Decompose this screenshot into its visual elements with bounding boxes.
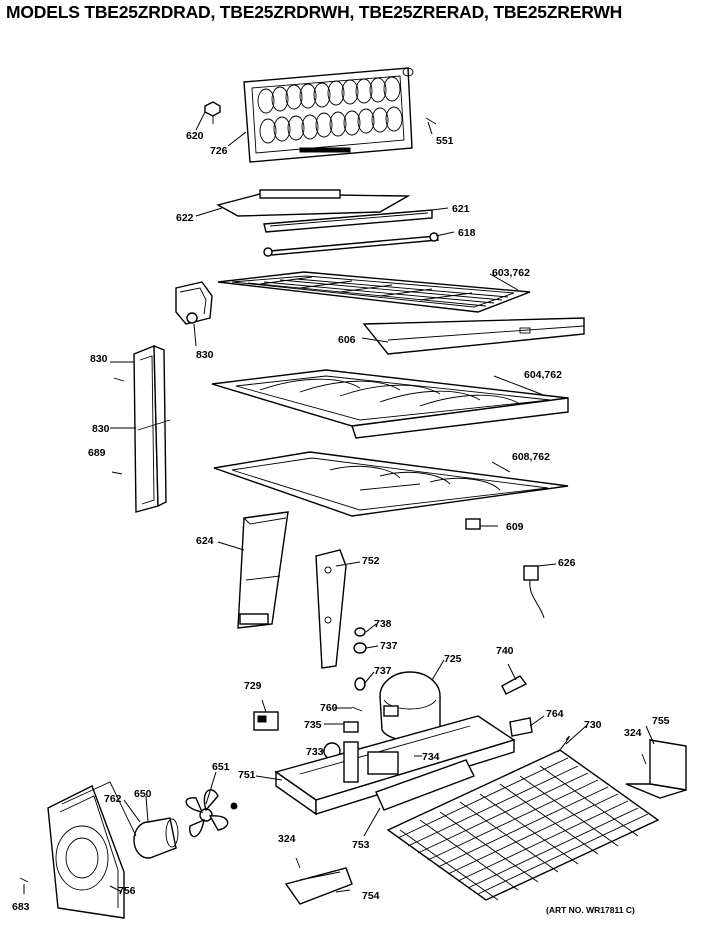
callout-603-762: 603,762 (492, 267, 530, 279)
screw-551 (425, 117, 437, 125)
fastener-620 (204, 101, 221, 124)
fan-blade-651 (185, 789, 238, 838)
grommet-737-b (354, 677, 366, 691)
screw-324 (641, 753, 647, 765)
clip-735 (343, 721, 359, 733)
cover-753 (375, 759, 475, 811)
callout-737: 737 (380, 640, 398, 652)
shield-754 (284, 867, 353, 905)
callout-626: 626 (558, 557, 576, 569)
callout-689: 689 (88, 447, 106, 459)
evaporator-coil-panel (243, 67, 414, 163)
callout-650: 650 (134, 788, 152, 800)
callout-324: 324 (624, 727, 642, 739)
callout-622: 622 (176, 212, 194, 224)
screw-683 (19, 877, 29, 883)
freezer-floor-608 (213, 451, 569, 517)
bracket-755 (625, 739, 687, 799)
callout-735: 735 (304, 719, 322, 731)
art-number: (ART NO. WR17811 C) (546, 905, 635, 915)
callout-762: 762 (104, 793, 122, 805)
screw-830 (113, 377, 125, 382)
callout-764: 764 (546, 708, 564, 720)
compressor-725 (379, 671, 441, 742)
callout-830-damper: 830 (196, 349, 214, 361)
capacitor-729 (253, 711, 279, 731)
wire-shelf-603 (217, 271, 531, 313)
wire-harness-626 (523, 565, 545, 619)
machine-base-751 (274, 715, 516, 816)
fan-motor-650 (133, 817, 179, 859)
callout-752: 752 (362, 555, 380, 567)
callout-756: 756 (118, 885, 136, 897)
callout-737-b: 737 (374, 665, 392, 677)
air-duct-830 (133, 344, 171, 513)
relay-764 (509, 717, 533, 737)
callout-740: 740 (496, 645, 514, 657)
callout-725: 725 (444, 653, 462, 665)
callout-726: 726 (210, 145, 228, 157)
callout-738: 738 (374, 618, 392, 630)
screw-689 (111, 471, 123, 475)
duct-cover-624 (237, 511, 289, 629)
page-title: MODELS TBE25ZRDRAD, TBE25ZRDRWH, TBE25ZR… (6, 2, 623, 22)
callout-733: 733 (306, 746, 324, 758)
callout-608-762: 608,762 (512, 451, 550, 463)
callout-604-762: 604,762 (524, 369, 562, 381)
callout-760: 760 (320, 702, 338, 714)
clip-740 (501, 675, 528, 695)
callout-606: 606 (338, 334, 356, 346)
damper-830 (175, 281, 213, 325)
callout-830-duct: 830 (92, 423, 110, 435)
clip-609 (465, 518, 481, 530)
callout-734: 734 (422, 751, 440, 763)
fan-shroud-756 (47, 781, 137, 919)
callout-618: 618 (458, 227, 476, 239)
callout-620: 620 (186, 130, 204, 142)
callout-751: 751 (238, 769, 256, 781)
callout-621: 621 (452, 203, 470, 215)
callout-551: 551 (436, 135, 454, 147)
shelf-trim-606 (362, 317, 585, 355)
callout-755: 755 (652, 715, 670, 727)
screw-760 (351, 706, 363, 712)
rod-618 (263, 232, 440, 257)
leader-lines (23, 111, 655, 894)
grommet-738 (354, 627, 366, 637)
freezer-shelf-604 (211, 369, 569, 439)
callout-683: 683 (12, 901, 30, 913)
callout-609: 609 (506, 521, 524, 533)
grommet-737 (353, 642, 367, 654)
condenser-coil-730 (386, 736, 660, 901)
screw-324-b (295, 857, 301, 869)
callout-830-screw: 830 (90, 353, 108, 365)
callout-651: 651 (212, 761, 230, 773)
callout-324-b: 324 (278, 833, 296, 845)
callout-730: 730 (584, 719, 602, 731)
rail-621 (263, 209, 433, 233)
callout-753: 753 (352, 839, 370, 851)
callout-624: 624 (196, 535, 214, 547)
shelf-cover-622 (216, 189, 411, 217)
mounting-bracket-752 (315, 549, 347, 669)
callout-754: 754 (362, 890, 380, 902)
callout-729: 729 (244, 680, 262, 692)
